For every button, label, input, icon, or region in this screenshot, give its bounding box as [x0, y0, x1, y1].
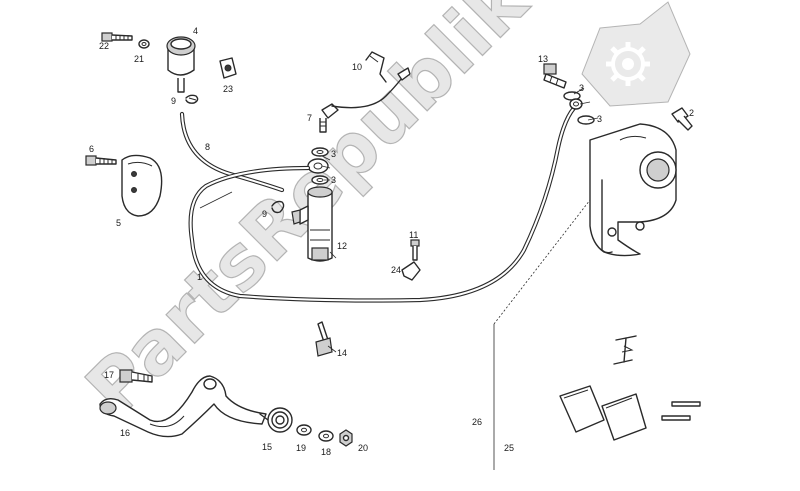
callout-15: 15 — [262, 442, 272, 452]
callout-1: 1 — [197, 272, 202, 282]
part-9-clip — [185, 94, 199, 104]
callout-11: 11 — [409, 230, 418, 240]
callout-21: 21 — [134, 54, 144, 64]
callout-22: 22 — [99, 41, 109, 51]
callout-26: 26 — [472, 417, 482, 427]
callout-7: 7 — [307, 113, 312, 123]
callout-9-top: 9 — [171, 96, 176, 106]
part-15-spring — [259, 407, 293, 433]
part-16-brake-pedal — [99, 375, 267, 438]
callout-2: 2 — [689, 108, 694, 118]
part-14-screw — [315, 321, 333, 357]
callout-8: 8 — [205, 142, 210, 152]
part-4-reservoir — [166, 36, 196, 93]
callout-4: 4 — [193, 26, 198, 36]
callout-9-mid: 9 — [262, 209, 267, 219]
leader-lines — [199, 87, 599, 353]
part-3-washer — [311, 147, 329, 157]
part-1-brake-hose — [188, 105, 577, 303]
part-20-nut — [339, 429, 353, 447]
callout-6: 6 — [89, 144, 94, 154]
callout-3-d: 3 — [597, 114, 602, 124]
part-6-screw — [85, 155, 117, 166]
part-10-clip — [365, 51, 387, 83]
callout-10: 10 — [352, 62, 362, 72]
callout-25: 25 — [504, 443, 514, 453]
callout-5: 5 — [116, 218, 121, 228]
part-22-screw — [101, 32, 133, 42]
callout-23: 23 — [223, 84, 233, 94]
callout-24: 24 — [391, 265, 401, 275]
part-3-washer — [577, 115, 595, 125]
callout-17: 17 — [104, 370, 114, 380]
part-5-cover — [121, 154, 163, 217]
part-25-brake-pads — [559, 385, 647, 441]
part-9-clip — [271, 200, 285, 214]
callout-13: 13 — [538, 54, 548, 64]
part-18-washer — [318, 430, 334, 442]
part-8-reservoir-hose — [179, 111, 285, 193]
part-24-clip — [401, 261, 421, 281]
callout-18: 18 — [321, 447, 331, 457]
divider-dashed-line — [493, 199, 591, 325]
part-12-master-cylinder — [291, 186, 333, 262]
callout-12: 12 — [337, 241, 347, 251]
callout-20: 20 — [358, 443, 368, 453]
part-11-screw — [410, 239, 420, 261]
part-3-banjo-bolt — [307, 158, 329, 174]
part-7-switch — [319, 67, 411, 133]
callout-3-c: 3 — [579, 83, 584, 93]
gear-icon — [581, 1, 691, 107]
callout-labels: 22 21 4 9 23 8 6 5 10 7 3 3 9 12 11 24 1… — [89, 26, 694, 457]
part-21-washer — [138, 39, 150, 49]
callout-3-b: 3 — [331, 175, 336, 185]
callout-14: 14 — [337, 348, 347, 358]
part-13-bolt — [543, 63, 567, 89]
callout-19: 19 — [296, 443, 306, 453]
part-17-pivot-bolt — [119, 369, 153, 383]
brake-caliper — [589, 123, 677, 257]
part-23-clamp — [219, 57, 237, 79]
part-2-bleeder — [671, 107, 693, 131]
callout-16: 16 — [120, 428, 130, 438]
pad-pins — [661, 401, 701, 421]
pad-spring — [613, 335, 637, 365]
callout-3-a: 3 — [331, 149, 336, 159]
part-19-washer — [296, 424, 312, 436]
